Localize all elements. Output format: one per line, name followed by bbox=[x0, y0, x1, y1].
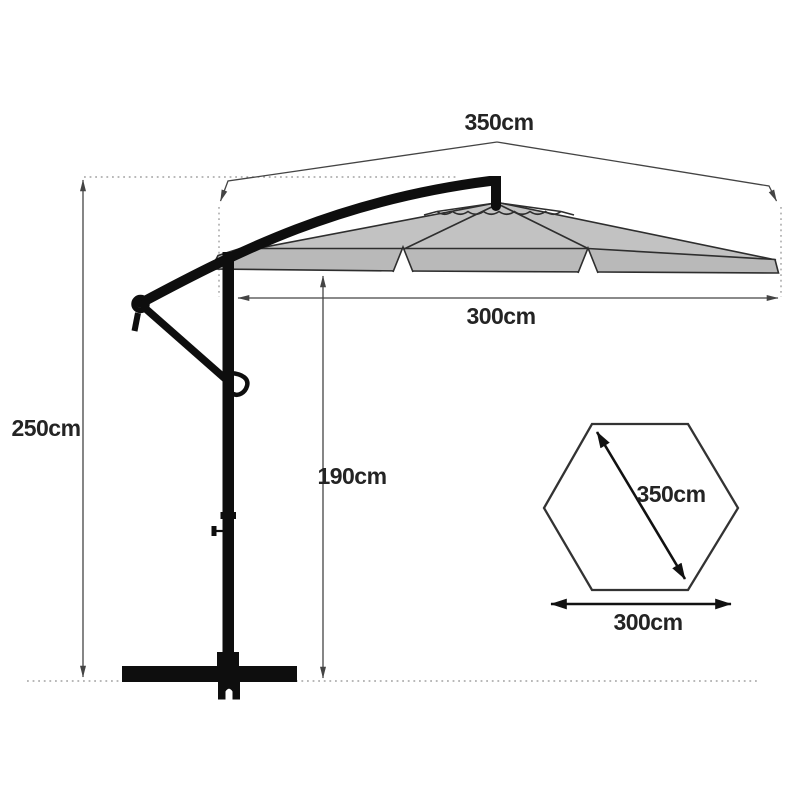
hexagon-diagonal-arrow bbox=[595, 431, 687, 580]
vent-cap-edges bbox=[436, 202, 562, 213]
pole-collar bbox=[220, 512, 236, 519]
base-foot-tab bbox=[218, 682, 240, 700]
crank-handle bbox=[211, 526, 217, 536]
dimension-lines bbox=[80, 141, 779, 679]
top-width-leader-right bbox=[496, 141, 778, 202]
reference-dotted-lines bbox=[27, 176, 782, 682]
base-crossbar bbox=[122, 666, 297, 682]
pole bbox=[222, 252, 234, 666]
canopy-valance bbox=[209, 247, 780, 274]
label-canopy-width: 300cm bbox=[466, 303, 535, 329]
label-total-height: 250cm bbox=[11, 415, 80, 441]
canopy-side-view bbox=[209, 201, 780, 274]
cantilever-arm bbox=[136, 176, 501, 308]
vent-scalloped-edge bbox=[436, 210, 562, 216]
vent-edge-wings bbox=[423, 210, 575, 216]
label-clearance-height: 190cm bbox=[317, 463, 386, 489]
ring-stub bbox=[131, 312, 141, 332]
valance-notch-2 bbox=[578, 247, 598, 274]
support-strut bbox=[143, 306, 233, 386]
base-joint-block bbox=[217, 652, 239, 667]
canopy-top-view bbox=[542, 422, 740, 610]
top-width-leader-left bbox=[219, 141, 498, 202]
label-hex-width: 300cm bbox=[613, 609, 682, 635]
valance-notch-1-edges bbox=[392, 244, 414, 273]
arm-end-ring bbox=[131, 294, 150, 314]
umbrella-frame bbox=[122, 176, 501, 700]
label-hex-diagonal: 350cm bbox=[636, 481, 705, 507]
labels: 350cm 300cm 250cm 190cm 350cm 300cm bbox=[11, 109, 706, 635]
valance-notch-1 bbox=[393, 246, 413, 273]
label-top-width: 350cm bbox=[464, 109, 533, 135]
rope-hook bbox=[228, 370, 250, 398]
